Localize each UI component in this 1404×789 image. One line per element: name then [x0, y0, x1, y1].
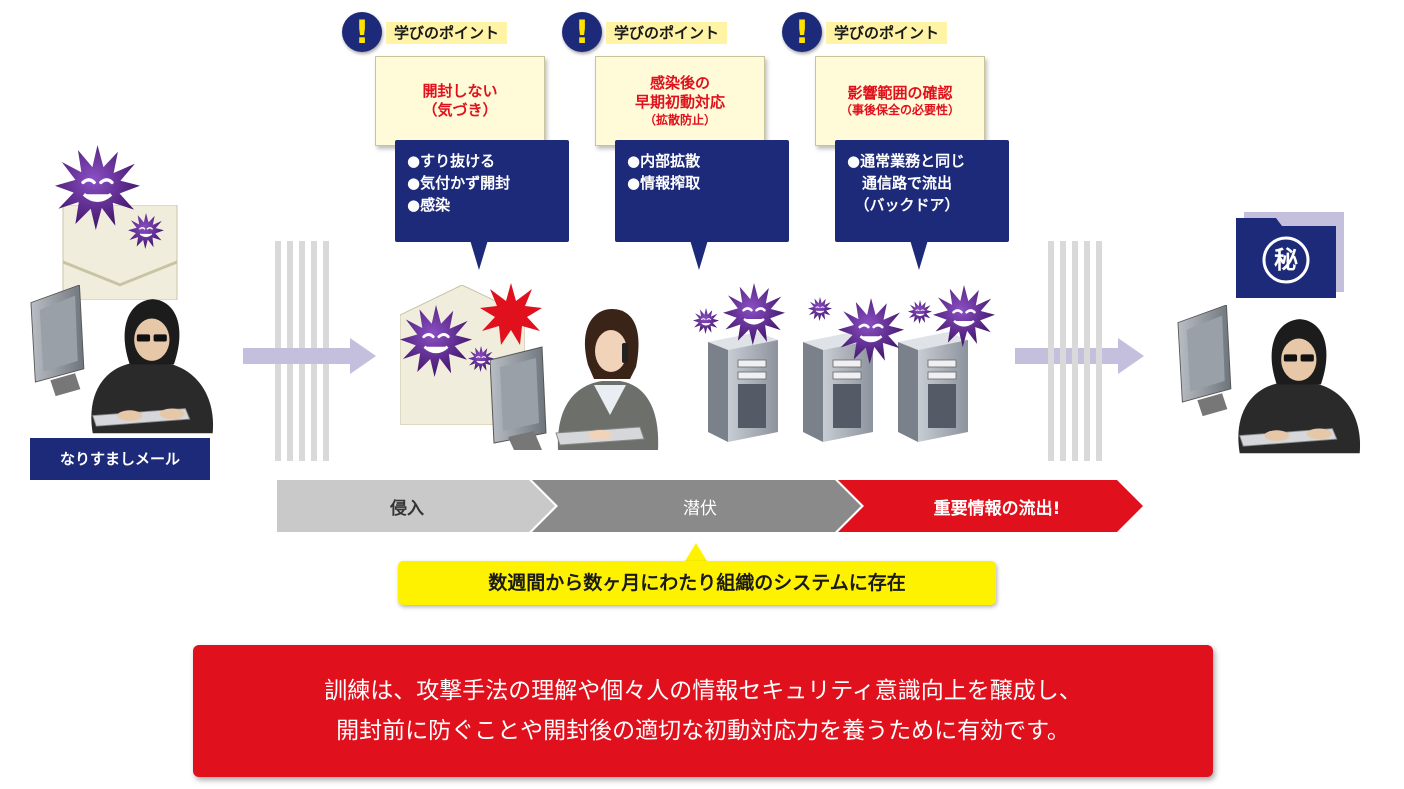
server-icon: [708, 332, 778, 442]
training-summary-box: 訓練は、攻撃手法の理解や個々人の情報セキュリティ意識向上を醸成し、 開封前に防ぐ…: [193, 645, 1213, 777]
phase-exfiltration: 重要情報の流出!: [933, 498, 1061, 519]
point-text: 感染後の: [649, 74, 710, 93]
learning-point-label: 学びのポイント: [386, 22, 508, 44]
point-text: 影響範囲の確認: [847, 83, 953, 102]
learning-point-label: 学びのポイント: [606, 22, 728, 44]
learning-point-box-1: 開封しない （気づき）: [375, 56, 545, 146]
bubble-tail: [910, 240, 928, 270]
learning-point-box-3: 影響範囲の確認 （事後保全の必要性）: [815, 56, 985, 146]
bubble-item: ●すり抜ける: [407, 152, 496, 170]
exclamation-icon: !: [574, 13, 590, 51]
virus-icon: [128, 213, 164, 249]
callout-pointer: [685, 543, 707, 561]
phase-intrusion: 侵入: [390, 498, 424, 519]
virus-icon: [838, 298, 904, 364]
virus-icon: [908, 300, 932, 324]
bubble-item: ●感染: [407, 196, 451, 214]
bubble-item: 通信路で流出: [847, 174, 953, 192]
exclamation-badge: [782, 12, 822, 52]
bubble-item: ●情報搾取: [627, 174, 701, 192]
exclamation-icon: !: [354, 13, 370, 51]
intrusion-arrow-head: [350, 338, 376, 374]
exclamation-badge: [562, 12, 602, 52]
secret-folder-icon: [1236, 212, 1344, 298]
persistence-callout: 数週間から数ヶ月にわたり組織のシステムに存在: [398, 561, 996, 605]
secret-mark-label: 秘: [1274, 246, 1298, 274]
bubble-item: ●通常業務と同じ: [847, 152, 966, 170]
learning-point-box-2: 感染後の 早期初動対応 （拡散防止）: [595, 56, 765, 146]
attacker-hacker-icon: [18, 285, 238, 435]
bubble-tail: [690, 240, 708, 270]
attack-bubble-3: ●通常業務と同じ 通信路で流出 （バックドア）: [835, 140, 1009, 270]
virus-icon: [808, 297, 832, 321]
virus-icon: [723, 283, 785, 345]
summary-line: 訓練は、攻撃手法の理解や個々人の情報セキュリティ意識向上を醸成し、: [324, 678, 1082, 704]
point-text: 早期初動対応: [634, 93, 725, 112]
bubble-item: ●内部拡散: [627, 152, 701, 170]
attacker-hacker-icon: [1165, 305, 1385, 455]
point-subtext: （拡散防止）: [643, 112, 716, 127]
firewall-stripes-right: [1048, 241, 1102, 461]
learning-point-header-1: ! 学びのポイント: [342, 12, 542, 52]
learning-point-label: 学びのポイント: [826, 22, 948, 44]
attack-bubble-1: ●すり抜ける ●気付かず開封 ●感染: [395, 140, 569, 270]
attack-phase-bar: [277, 480, 1143, 532]
learning-point-header-3: ! 学びのポイント: [782, 12, 982, 52]
exfil-arrow-shaft: [1015, 348, 1120, 364]
attack-bubble-2: ●内部拡散 ●情報搾取: [615, 140, 789, 270]
exclamation-badge: [342, 12, 382, 52]
bubble-item: （バックドア）: [847, 196, 960, 214]
virus-icon: [400, 305, 472, 377]
summary-line: 開封前に防ぐことや開封後の適切な初動対応力を養うために有効です。: [336, 718, 1070, 744]
bubble-tail: [470, 240, 488, 270]
phase-latent: 潜伏: [683, 498, 717, 519]
phase-shape-latent: [532, 480, 861, 532]
learning-point-header-2: ! 学びのポイント: [562, 12, 762, 52]
point-text: （気づき）: [422, 101, 498, 119]
spoofed-mail-label: なりすましメール: [30, 438, 210, 480]
server-icon: [898, 332, 968, 442]
exfil-arrow-head: [1118, 338, 1144, 374]
intrusion-arrow-shaft: [243, 348, 353, 364]
exclamation-icon: !: [794, 13, 810, 51]
phase-shape-intrusion: [277, 480, 555, 532]
point-subtext: （事後保全の必要性）: [839, 102, 960, 117]
employee-office-worker-icon: [490, 309, 659, 450]
point-text: 開封しない: [422, 81, 498, 100]
virus-icon: [693, 308, 719, 334]
alert-burst-icon: [480, 283, 542, 345]
virus-icon: [933, 285, 995, 347]
phase-shape-exfiltration: [838, 480, 1143, 532]
bubble-item: ●気付かず開封: [407, 174, 511, 192]
